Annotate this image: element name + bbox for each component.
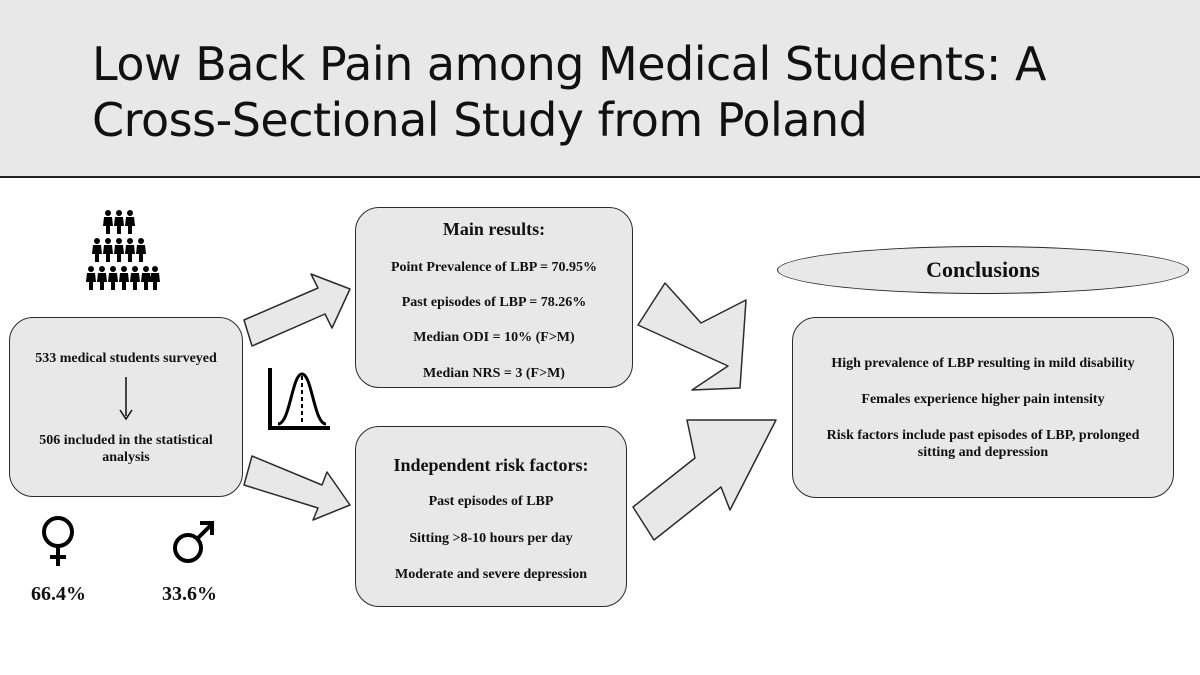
risk-factor-item: Moderate and severe depression [395, 567, 587, 582]
male-symbol-icon [173, 521, 214, 563]
conclusion-item: High prevalence of LBP resulting in mild… [831, 356, 1135, 371]
conclusions-heading: Conclusions [926, 257, 1040, 282]
main-result-item: Point Prevalence of LBP = 70.95% [390, 260, 598, 275]
main-result-item: Median ODI = 10% (F>M) [413, 330, 575, 345]
male-percent: 33.6% [162, 583, 217, 605]
included-text: 506 included in the statistical analysis [39, 433, 213, 465]
page-title: Low Back Pain among Medical Students: A … [92, 37, 1047, 147]
arrow-sample-to-risk [243, 455, 351, 521]
main-results-heading: Main results: [442, 219, 546, 239]
female-percent: 66.4% [31, 583, 86, 605]
arrow-risk-to-conclusions [632, 419, 777, 541]
female-symbol-icon [42, 516, 74, 566]
main-result-item: Median NRS = 3 (F>M) [423, 366, 565, 381]
main-result-item: Past episodes of LBP = 78.26% [401, 295, 587, 310]
conclusion-item: Risk factors include past episodes of LB… [826, 428, 1140, 460]
header-banner: Low Back Pain among Medical Students: A … [0, 0, 1200, 178]
conclusions-heading-oval: Conclusions [777, 246, 1189, 294]
conclusion-item: Females experience higher pain intensity [861, 392, 1105, 407]
main-results-box: Main results: Point Prevalence of LBP = … [355, 207, 633, 388]
risk-factor-item: Sitting >8-10 hours per day [409, 531, 573, 546]
surveyed-text: 533 medical students surveyed [35, 351, 217, 366]
risk-factors-heading: Independent risk factors: [393, 455, 589, 475]
sample-box: 533 medical students surveyed 506 includ… [9, 317, 243, 497]
risk-factor-item: Past episodes of LBP [428, 494, 554, 509]
conclusions-box: High prevalence of LBP resulting in mild… [792, 317, 1174, 498]
arrow-sample-to-results [243, 273, 351, 347]
arrow-results-to-conclusions [637, 282, 747, 391]
risk-factors-box: Independent risk factors: Past episodes … [355, 426, 627, 607]
